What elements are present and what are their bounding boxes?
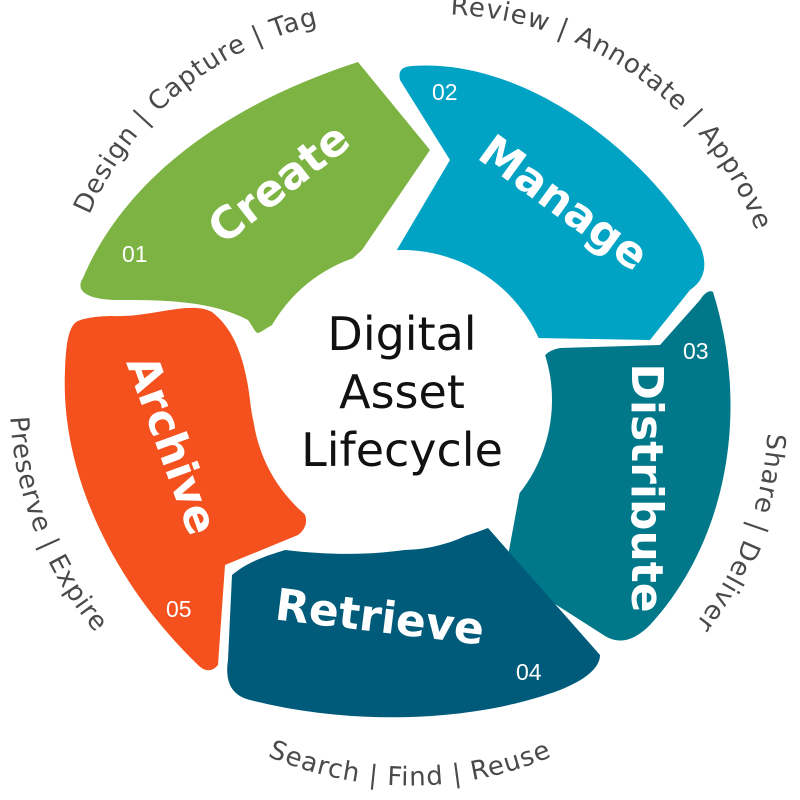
retrieve-number: 04 — [516, 659, 542, 685]
create-number: 01 — [122, 241, 148, 267]
archive-segment[interactable] — [64, 307, 307, 671]
center-circle — [252, 250, 552, 550]
retrieve-segment[interactable] — [227, 528, 600, 718]
distribute-title: Distribute — [621, 363, 672, 612]
manage-number: 02 — [432, 79, 458, 105]
distribute-number: 03 — [683, 338, 709, 364]
retrieve-outer-label: Search | Find | Reuse — [265, 735, 556, 793]
center-line-3: Lifecycle — [301, 423, 503, 477]
center-line-2: Asset — [339, 365, 465, 419]
center-line-1: Digital — [327, 307, 476, 361]
archive-number: 05 — [166, 596, 192, 622]
distribute-segment[interactable] — [505, 291, 731, 641]
